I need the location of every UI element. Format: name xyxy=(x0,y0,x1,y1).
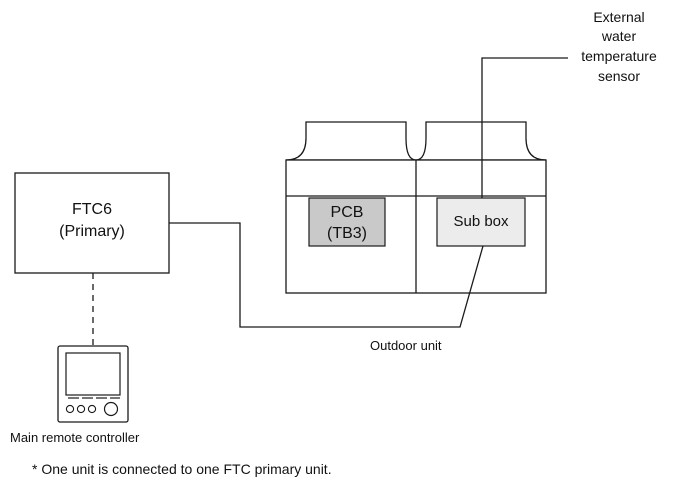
sensor-label-line3: temperature xyxy=(581,48,657,64)
sub-box-label: Sub box xyxy=(453,213,509,230)
pcb-terminal-label: (TB3) xyxy=(327,225,367,242)
ftc-primary-box xyxy=(14,172,170,274)
ftc-role-label: (Primary) xyxy=(59,223,125,240)
remote-controller-icon xyxy=(57,345,129,423)
pcb-label: PCB xyxy=(331,204,364,221)
footnote: * One unit is connected to one FTC prima… xyxy=(32,461,332,477)
sensor-label-line2: water xyxy=(601,28,637,44)
pcb-box xyxy=(308,197,386,247)
sensor-label-line1: External xyxy=(593,9,644,25)
outdoor-unit-left-fan-housing xyxy=(285,121,417,161)
sub-box xyxy=(436,197,526,247)
ftc-to-outdoor-wiring xyxy=(169,222,484,328)
remote-controller-dial xyxy=(103,401,119,417)
sensor-label-line4: sensor xyxy=(598,68,640,84)
sensor-lead-wire xyxy=(481,57,568,198)
remote-controller-label: Main remote controller xyxy=(10,430,140,445)
remote-controller-screen xyxy=(65,352,121,396)
outdoor-unit-label: Outdoor unit xyxy=(370,338,442,353)
outdoor-unit-right-fan-housing xyxy=(415,121,547,161)
ftc-name-label: FTC6 xyxy=(72,201,112,218)
